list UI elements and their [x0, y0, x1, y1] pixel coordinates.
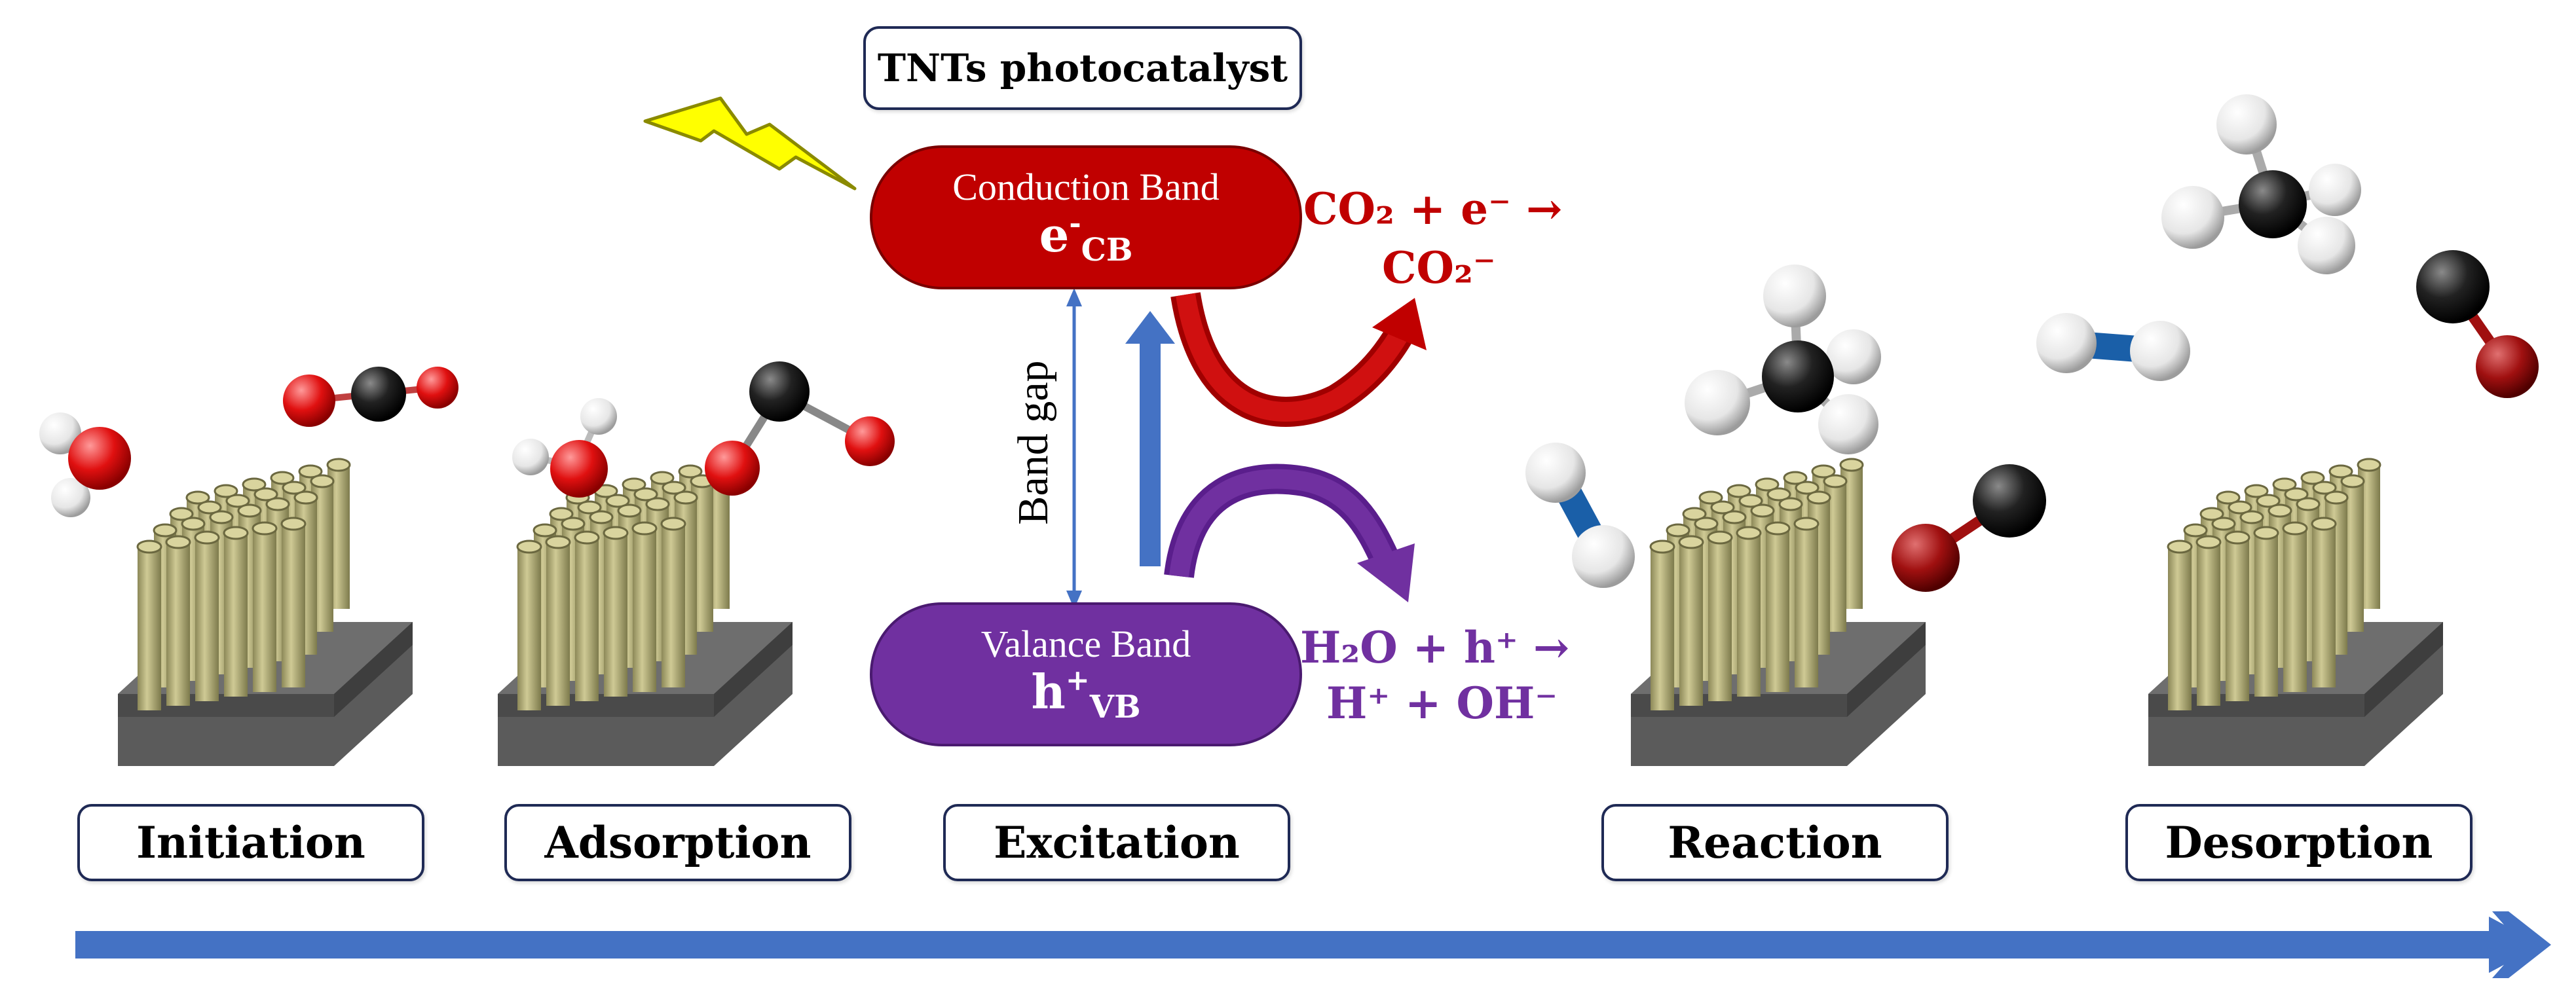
- cb-carrier-sub: CB: [1081, 232, 1133, 269]
- lightning-icon: [643, 96, 857, 191]
- nanotube-array-icon: [496, 458, 794, 767]
- process-timeline-arrow: [75, 911, 2551, 978]
- water-molecule-icon: [512, 398, 617, 498]
- methane-molecule-icon: [1685, 265, 1881, 454]
- conduction-band-carrier: e-CB: [1039, 207, 1133, 269]
- stage-label-reaction: Reaction: [1601, 804, 1949, 881]
- conduction-band: Conduction Band e-CB: [870, 145, 1302, 289]
- conduction-band-label: Conduction Band: [952, 165, 1220, 208]
- band-gap-label: Band gap: [1009, 360, 1057, 525]
- band-gap-double-arrow: [1066, 288, 1082, 609]
- methane-molecule-icon: [2161, 94, 2361, 274]
- vb-carrier-sup: +: [1065, 664, 1090, 698]
- cb-carrier-sup: -: [1069, 207, 1081, 241]
- page-title: TNTs photocatalyst: [863, 26, 1302, 110]
- stage-label-initiation: Initiation: [77, 804, 424, 881]
- reduction-equation-line1: CO₂ + e⁻ →: [1303, 183, 1563, 234]
- vb-carrier-sub: VB: [1089, 689, 1141, 726]
- oxidation-curved-arrow: [1164, 464, 1415, 602]
- nanotube-array-icon: [2147, 458, 2444, 767]
- valence-band-carrier: h+VB: [1031, 664, 1141, 726]
- cb-carrier-symbol: e: [1039, 207, 1070, 263]
- stage-label-desorption: Desorption: [2125, 804, 2473, 881]
- reduction-equation-line2: CO₂⁻: [1382, 242, 1496, 293]
- co2-molecule-icon: [705, 361, 895, 496]
- co-molecule-icon: [2416, 250, 2539, 398]
- oxidation-equation-line2: H⁺ + OH⁻: [1326, 678, 1558, 729]
- reduction-curved-arrow: [1170, 292, 1427, 427]
- hydrogen-molecule-icon: [1525, 443, 1635, 588]
- co-molecule-icon: [1892, 464, 2046, 592]
- excitation-arrow: [1125, 311, 1175, 566]
- vb-carrier-symbol: h: [1031, 664, 1066, 720]
- stage-label-adsorption: Adsorption: [504, 804, 851, 881]
- co2-molecule-icon: [283, 367, 458, 427]
- valence-band-label: Valance Band: [980, 622, 1191, 665]
- nanotube-array-icon: [1630, 458, 1927, 767]
- hydrogen-molecule-icon: [2036, 313, 2190, 381]
- valence-band: Valance Band h+VB: [870, 602, 1302, 746]
- oxidation-equation-line1: H₂O + h⁺ →: [1300, 622, 1570, 673]
- water-molecule-icon: [39, 412, 131, 517]
- stage-label-excitation: Excitation: [943, 804, 1290, 881]
- nanotube-array-icon: [117, 458, 414, 767]
